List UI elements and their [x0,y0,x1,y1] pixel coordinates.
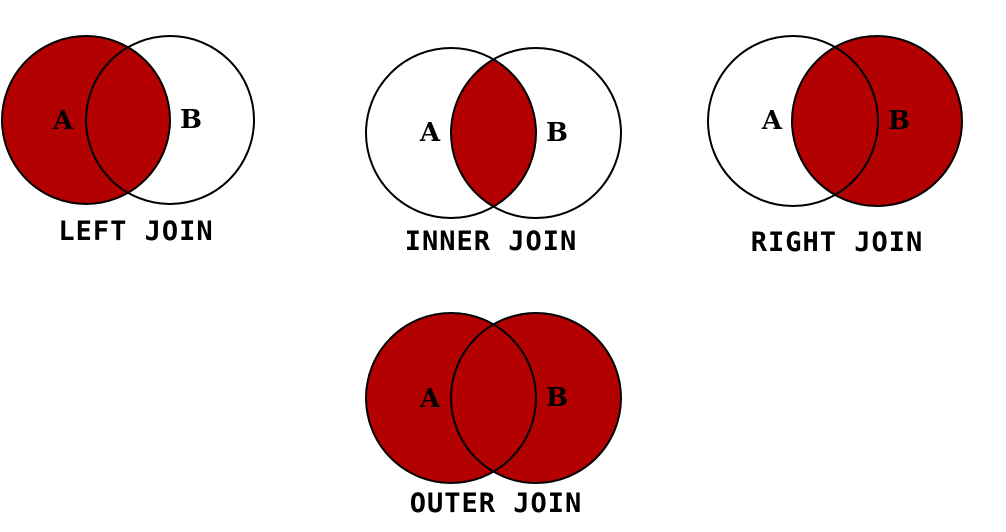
inner-join-caption: INNER JOIN [405,226,578,257]
outer-join-diagram: A B OUTER JOIN [365,312,622,519]
set-b-outline [450,47,622,219]
left-join-diagram: A B LEFT JOIN [1,35,255,247]
set-b-label: B [546,383,568,413]
intersection-region [86,36,170,204]
intersection-region [451,48,536,218]
set-a-label: A [761,106,783,136]
set-a-outline [365,47,537,219]
set-b-outline [85,35,255,205]
set-a-label: A [52,106,74,136]
set-b-label: B [180,105,202,135]
set-a-outline [365,312,537,484]
outer-join-caption: OUTER JOIN [410,488,583,519]
right-join-diagram: A B RIGHT JOIN [707,35,963,258]
set-a-label: A [419,384,441,414]
set-a-outline [1,35,171,205]
set-b-outline [791,35,963,207]
intersection-region [451,313,536,483]
set-b-outline [450,312,622,484]
set-b-label: B [546,118,568,148]
set-a-outline [707,35,879,207]
set-a-label: A [419,118,441,148]
inner-join-diagram: A B INNER JOIN [365,47,622,257]
right-join-caption: RIGHT JOIN [751,227,924,258]
set-b-label: B [888,106,910,136]
left-join-caption: LEFT JOIN [58,216,213,247]
